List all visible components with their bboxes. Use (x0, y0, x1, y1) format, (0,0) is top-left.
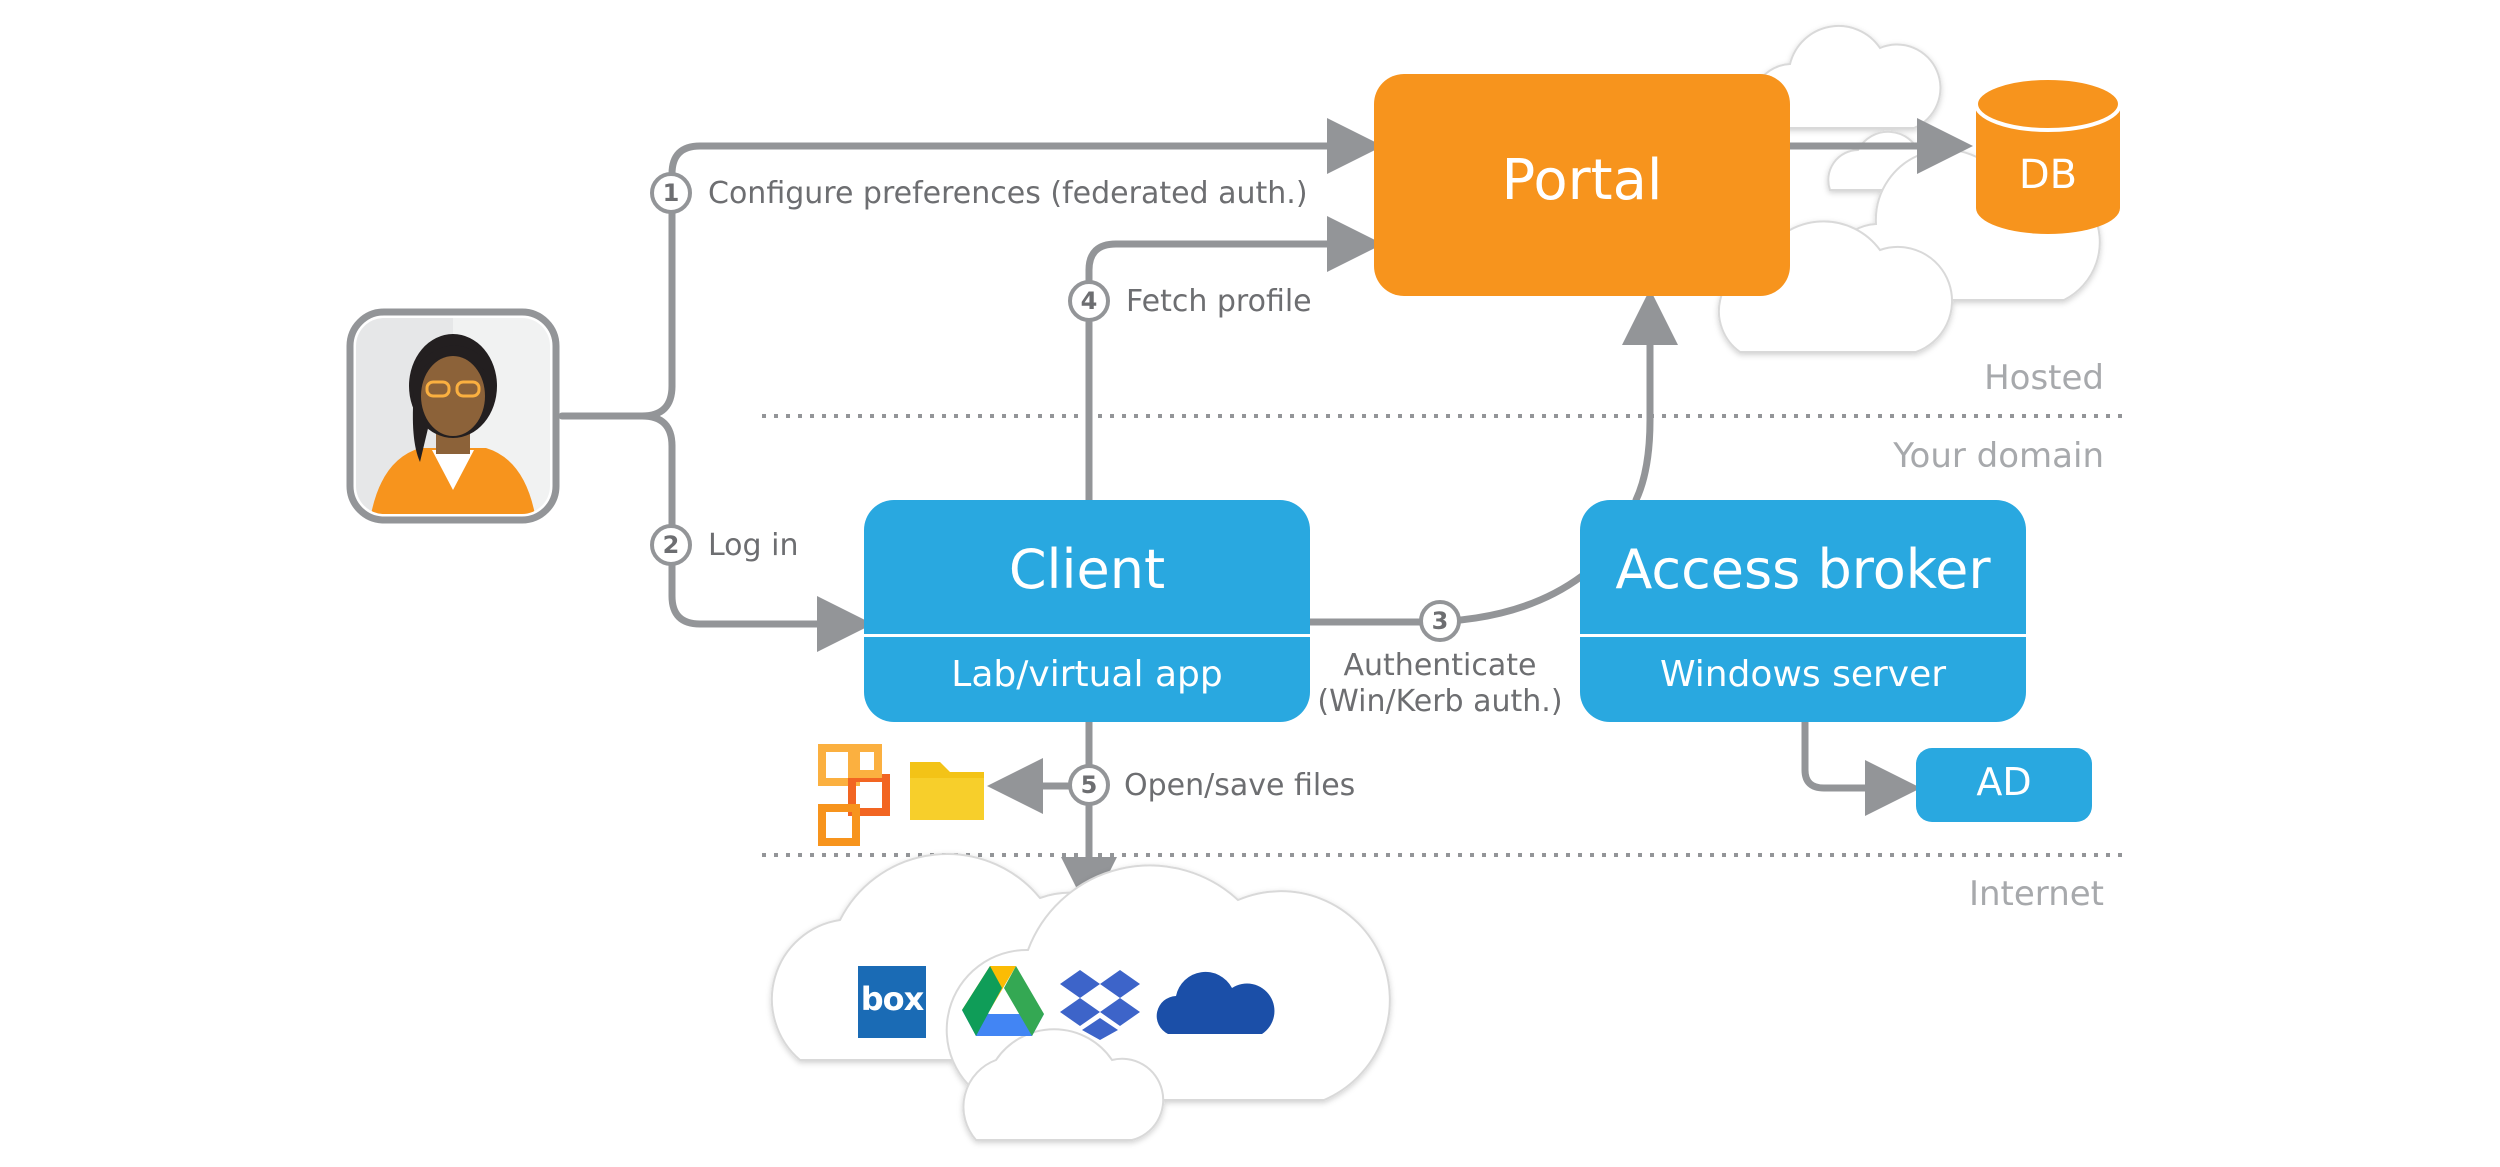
user-connector (558, 382, 676, 420)
cloud-icon (962, 1028, 1165, 1141)
user-connector-down (638, 412, 676, 450)
portal-node: Portal (1374, 74, 1790, 296)
zone-hosted-label: Hosted (1984, 358, 2104, 398)
step-4-label: Fetch profile (1126, 284, 1312, 319)
access-broker-node: Access broker Windows server (1580, 500, 2026, 722)
step-2-badge: 2 (650, 524, 692, 566)
step-3-label: Authenticate (Win/Kerb auth.) (1300, 648, 1580, 720)
dropbox-icon (1060, 970, 1140, 1040)
client-node: Client Lab/virtual app (864, 500, 1310, 722)
step-5-badge: 5 (1068, 764, 1110, 806)
client-label: Client (1008, 538, 1166, 601)
step-5-label: Open/save files (1124, 768, 1356, 803)
step-1-label: Configure preferences (federated auth.) (708, 176, 1308, 211)
box-icon (858, 966, 926, 1038)
step-3-label-line1: Authenticate (1343, 648, 1537, 683)
step-3-badge: 3 (1419, 600, 1461, 642)
zone-internet-label: Internet (1968, 874, 2104, 914)
zone-your-domain-label: Your domain (1893, 436, 2104, 476)
step-2-label: Log in (708, 528, 799, 563)
access-broker-sublabel: Windows server (1659, 654, 1947, 695)
client-divider (864, 634, 1310, 637)
client-sublabel: Lab/virtual app (951, 654, 1223, 695)
onedrive-icon (1156, 971, 1275, 1034)
database-icon (1974, 76, 2122, 234)
step-1-badge: 1 (650, 172, 692, 214)
ad-node: AD (1916, 748, 2092, 822)
folder-icon (910, 762, 984, 820)
user-avatar-icon (346, 308, 560, 524)
arrow-broker-to-ad (1801, 718, 1921, 816)
arrow-fetch-profile (1085, 216, 1383, 504)
box-logo-text: box (860, 980, 925, 1018)
ad-label: AD (1976, 760, 2032, 804)
step-4-badge: 4 (1068, 280, 1110, 322)
access-broker-label: Access broker (1615, 538, 1991, 601)
access-broker-divider (1580, 634, 2026, 637)
office-icon (818, 744, 890, 846)
arrow-broker-to-portal (1622, 289, 1678, 504)
google-drive-icon (962, 966, 1044, 1036)
arrow-log-in (668, 442, 873, 652)
db-label: DB (2018, 152, 2078, 198)
portal-label: Portal (1501, 148, 1663, 213)
step-3-label-line2: (Win/Kerb auth.) (1317, 684, 1563, 719)
